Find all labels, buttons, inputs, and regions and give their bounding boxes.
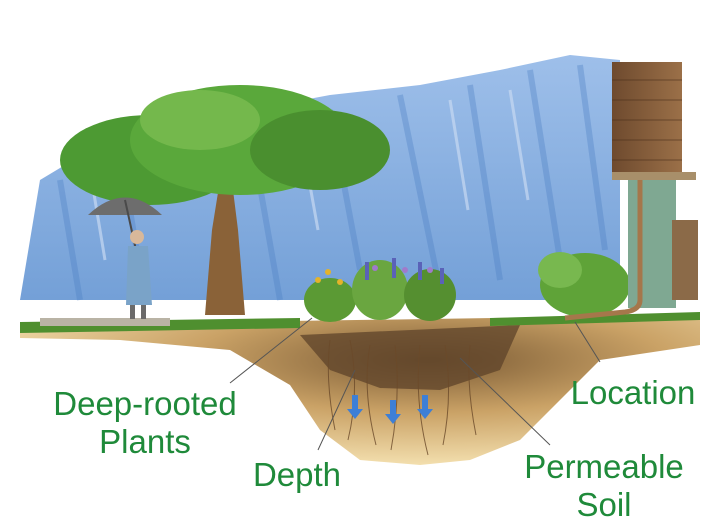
permeable-soil-line-2: Soil: [506, 486, 702, 524]
depth-label: Depth: [238, 456, 356, 494]
deep-rooted-plants-label: Deep-rooted Plants: [30, 385, 260, 461]
permeable-soil-line-1: Permeable: [506, 448, 702, 486]
deep-rooted-line-2: Plants: [30, 423, 260, 461]
sidewalk: [40, 318, 170, 326]
permeable-soil-label: Permeable Soil: [506, 448, 702, 524]
location-label: Location: [558, 374, 708, 412]
deep-rooted-line-1: Deep-rooted: [30, 385, 260, 423]
